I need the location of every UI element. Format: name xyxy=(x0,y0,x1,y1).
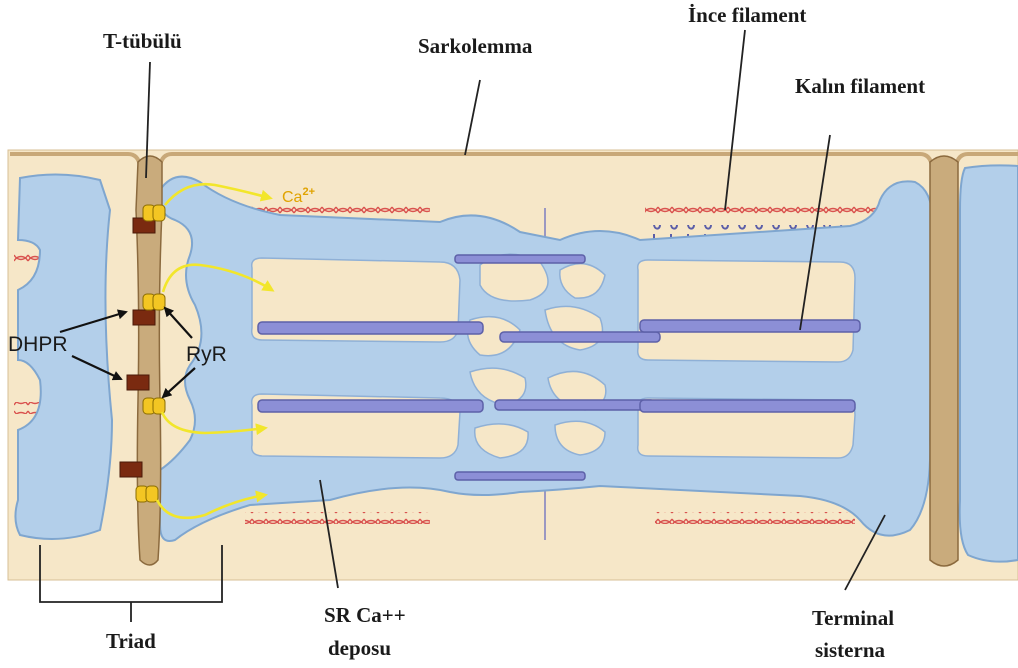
sarcolemma-label: Sarkolemma xyxy=(418,34,533,58)
ryr-label: RyR xyxy=(186,343,227,366)
calcium-symbol: Ca xyxy=(282,189,303,206)
terminal-cisterna-label-line2: sisterna xyxy=(815,638,885,662)
t-tubule-label: T-tübülü xyxy=(103,29,182,53)
thick-filament-label: Kalın filament xyxy=(795,74,925,98)
dhpr-label: DHPR xyxy=(8,333,68,356)
calcium-charge: 2+ xyxy=(302,186,315,198)
sr-store-label-line2: deposu xyxy=(328,636,391,660)
thin-filament-label: İnce filament xyxy=(688,3,806,27)
sr-store-label-line1: SR Ca++ xyxy=(324,603,406,627)
triad-label: Triad xyxy=(106,629,156,653)
terminal-cisterna-label-line1: Terminal xyxy=(812,606,894,630)
